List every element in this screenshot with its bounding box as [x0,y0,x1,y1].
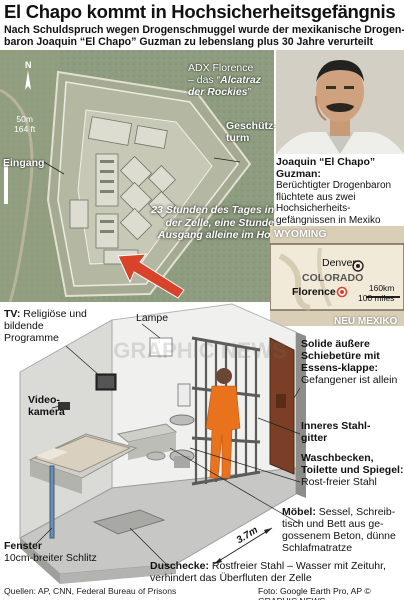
shower-label-text: Rostfreier Stahl – Wasser mit Zeituhr, v… [150,560,386,584]
page-subtitle: Nach Schuldspruch wegen Drogenschmuggel … [4,24,404,48]
aerial-prison-view: GN [0,50,274,302]
furniture-label-text: Sessel, Schreib-tisch und Bett aus ge-go… [282,506,396,554]
door-label: Solide äußere Schiebetüre mit Essens-kla… [301,338,404,386]
cell-cutaway: GRAPHIC NEWS [0,298,404,588]
red-arrow-icon [117,253,185,299]
bars-label: Inneres Stahl- gitter [301,420,371,444]
map-city-denver: Denver [322,257,356,269]
portrait-photo [276,50,404,154]
colorado-map [270,226,404,326]
sink-label: Waschbecken, Toilette und Spiegel: Rost-… [301,452,404,488]
daily-routine-label: 23 Stunden des Tages in der Zelle, eine … [151,204,274,241]
prison-name: ADX Florence [188,62,254,74]
map-state-new-mexico: NEU MEXIKO [334,316,398,327]
sink-label-text: Rost-freier Stahl [301,476,377,488]
tv-label-text: Religiöse und bildende Programme [4,308,87,344]
map-city-florence: Florence [292,286,336,298]
guard-tower-label: Geschütz- turm [226,120,277,144]
north-arrow-icon [25,70,31,90]
aerial-prison-image: GN [0,50,274,302]
copyright: © GRAPHIC NEWS [258,586,371,600]
prisoner-figure [205,368,241,479]
cell-cutaway-image: GRAPHIC NEWS [19,303,306,584]
tv-label: TV: Religiöse und bildende Programme [4,308,94,344]
page-title: El Chapo kommt in Hochsicherheitsgefängn… [4,1,396,22]
shower-label-title: Duschecke: [150,560,209,572]
sources-credit: Quellen: AP, CNN, Federal Bureau of Pris… [4,586,177,596]
scale-feet: 164 ft [14,124,36,134]
prison-nickname: Alcatraz der Rockies [188,74,261,98]
window-label: Fenster 10cm-breiter Schlitz [4,540,114,564]
door-label-title: Solide äußere Schiebetüre mit Essens-kla… [301,338,380,374]
door-label-text: Gefangener ist allein [301,374,398,386]
colorado-map-image [270,226,404,326]
north-label: N [25,60,32,70]
person-description: Berüchtigter Drogenbaron flüchtete aus z… [276,180,392,226]
prison-name-label: ADX Florence – das “Alcatraz der Rockies… [188,62,278,98]
lamp-label: Lampe [136,312,169,324]
shower-label: Duschecke: Rostfreier Stahl – Wasser mit… [150,560,404,584]
scale-meters: 50m [16,114,33,124]
furniture-label: Möbel: Sessel, Schreib-tisch und Bett au… [282,506,404,554]
photo-credit: Foto: Google Earth Pro, AP [258,586,362,596]
sink-label-title: Waschbecken, Toilette und Spiegel: [301,452,404,476]
subtitle-line-2: baron Joaquin “El Chapo” Guzman zu leben… [4,36,374,48]
entrance-label: Eingang [3,157,45,169]
furniture-label-title: Möbel: [282,506,316,518]
map-state-wyoming: WYOMING [274,228,327,240]
map-scale-km: 160km [368,283,395,293]
el-chapo-portrait-image [276,50,404,154]
person-name: Joaquin “El Chapo” Guzman: [276,156,376,180]
map-scale-mi: 100 miles [358,292,395,303]
map-scale: 160km 100 miles [358,283,395,303]
tv-label-title: TV: [4,308,21,320]
denver-marker-icon [352,260,364,272]
subtitle-line-1: Nach Schuldspruch wegen Drogenschmuggel … [4,24,404,36]
map-state-colorado: COLORADO [302,272,364,284]
aerial-scale: 50m 164 ft [14,114,35,134]
svg-text:GRAPHIC NEWS: GRAPHIC NEWS [113,338,287,363]
window-label-title: Fenster [4,540,42,552]
window-label-text: 10cm-breiter Schlitz [4,552,97,564]
footer-right: Foto: Google Earth Pro, AP © GRAPHIC NEW… [258,586,404,600]
camera-label: Video- kamera [28,394,65,418]
person-caption: Joaquin “El Chapo” Guzman: Berüchtigter … [276,156,404,226]
